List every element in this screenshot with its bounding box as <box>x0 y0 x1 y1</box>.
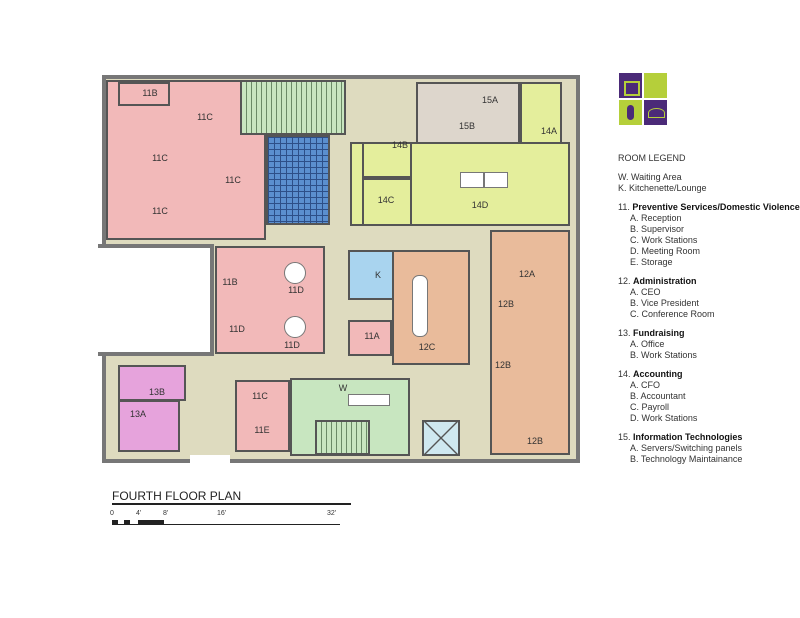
legend-group-name: Administration <box>633 276 697 286</box>
room-label: 13A <box>129 409 147 419</box>
wings-icon <box>644 100 667 125</box>
legend-group-heading: 11. Preventive Services/Domestic Violenc… <box>618 202 800 213</box>
legend-item: W. Waiting Area <box>618 172 682 182</box>
room-label: 12B <box>494 360 512 370</box>
room-label: 14D <box>471 200 489 210</box>
room-label: 15B <box>458 121 476 131</box>
room-14B <box>362 142 412 178</box>
organization-logo <box>619 73 669 129</box>
restrooms <box>266 135 330 225</box>
room-14C <box>362 178 412 226</box>
legend-group-number: 13. <box>618 328 631 338</box>
room-label: 12C <box>418 342 436 352</box>
room-label: W <box>338 383 348 393</box>
legend-group-heading: 12. Administration <box>618 276 800 287</box>
child-icon <box>619 100 642 125</box>
room-label: 14B <box>391 140 409 150</box>
conference-table <box>412 275 428 337</box>
reception-desk <box>348 394 390 406</box>
legend-group-name: Fundraising <box>633 328 685 338</box>
legend-group-heading: 13. Fundraising <box>618 328 800 339</box>
room-11C-large <box>106 80 266 240</box>
room-15 <box>416 82 520 144</box>
room-label: 12B <box>526 436 544 446</box>
room-label: 11A <box>364 331 380 341</box>
legend-item: C. Work Stations <box>630 235 698 245</box>
legend-item: A. Office <box>630 339 665 349</box>
legend-item: A. Servers/Switching panels <box>630 443 743 453</box>
legend-title: ROOM LEGEND <box>618 153 686 163</box>
legend-item: C. Payroll <box>630 402 670 412</box>
legend-item: E. Storage <box>630 257 673 267</box>
room-13A <box>118 400 180 452</box>
legend-group-number: 11. <box>618 202 630 212</box>
legend-item: A. CFO <box>630 380 661 390</box>
room-11A <box>348 320 392 356</box>
elevator <box>422 420 460 456</box>
desk <box>484 172 508 188</box>
house-icon <box>619 73 642 98</box>
legend-item: K. Kitchenette/Lounge <box>618 183 707 193</box>
room-label: 11E <box>254 425 270 435</box>
legend-group-number: 15. <box>618 432 631 442</box>
room-12C <box>392 250 470 365</box>
legend-item: D. Meeting Room <box>630 246 701 256</box>
legend-item: C. Conference Room <box>630 309 715 319</box>
stairs-top <box>240 80 346 135</box>
room-label: 15A <box>481 95 499 105</box>
legend-item: B. Accountant <box>630 391 686 401</box>
legend-group-name: Accounting <box>633 369 683 379</box>
room-14A <box>520 82 562 144</box>
room-12 <box>490 230 570 455</box>
room-label: 11C <box>152 153 168 163</box>
room-label: 11D <box>229 324 245 334</box>
outside-notch-bottom-left <box>190 455 230 465</box>
room-11C-11E <box>235 380 290 452</box>
legend-group-name: Preventive Services/Domestic Violence <box>632 202 800 212</box>
logo-text-block <box>644 73 667 98</box>
legend-item: A. Reception <box>630 213 682 223</box>
legend-item: D. Work Stations <box>630 413 698 423</box>
legend-group-number: 14. <box>618 369 631 379</box>
room-label: 11C <box>152 206 168 216</box>
scale-tick: 32' <box>327 510 337 517</box>
room-11-mid <box>215 246 325 354</box>
room-label: 12B <box>497 299 515 309</box>
legend-item: B. Supervisor <box>630 224 685 234</box>
outside-notch-left <box>98 244 214 356</box>
room-label: 11B <box>222 277 238 287</box>
room-K <box>348 250 396 300</box>
legend-item: B. Technology Maintainance <box>630 454 743 464</box>
room-11B-top <box>118 82 170 106</box>
legend-item: B. Vice President <box>630 298 699 308</box>
scale-tick: 4' <box>136 510 142 517</box>
scale-tick: 16' <box>217 510 227 517</box>
room-label: 14A <box>540 126 558 136</box>
meeting-table <box>284 262 306 284</box>
legend-group-heading: 14. Accounting <box>618 369 800 380</box>
scale-tick: 8' <box>163 510 169 517</box>
legend-item: A. CEO <box>630 287 661 297</box>
desk <box>460 172 484 188</box>
legend-group-heading: 15. Information Technologies <box>618 432 800 443</box>
room-label: 11B <box>142 88 158 98</box>
legend-group-name: Information Technologies <box>633 432 743 442</box>
legend-group-number: 12. <box>618 276 631 286</box>
room-label: 11C <box>252 391 268 401</box>
room-label: 11C <box>225 175 241 185</box>
plan-title: FOURTH FLOOR PLAN <box>112 489 352 505</box>
scale-bar <box>112 520 340 525</box>
room-label: 11D <box>288 285 304 295</box>
scale-tick: 0 <box>110 510 114 517</box>
room-label: 12A <box>518 269 536 279</box>
legend-item: B. Work Stations <box>630 350 697 360</box>
room-label: 11C <box>197 112 213 122</box>
meeting-table <box>284 316 306 338</box>
room-label: 11D <box>284 340 300 350</box>
stairs-bottom <box>315 420 370 455</box>
room-label: K <box>374 270 382 280</box>
room-legend: ROOM LEGEND W. Waiting Area K. Kitchenet… <box>618 153 800 465</box>
room-label: 14C <box>377 195 395 205</box>
room-label: 13B <box>148 387 166 397</box>
